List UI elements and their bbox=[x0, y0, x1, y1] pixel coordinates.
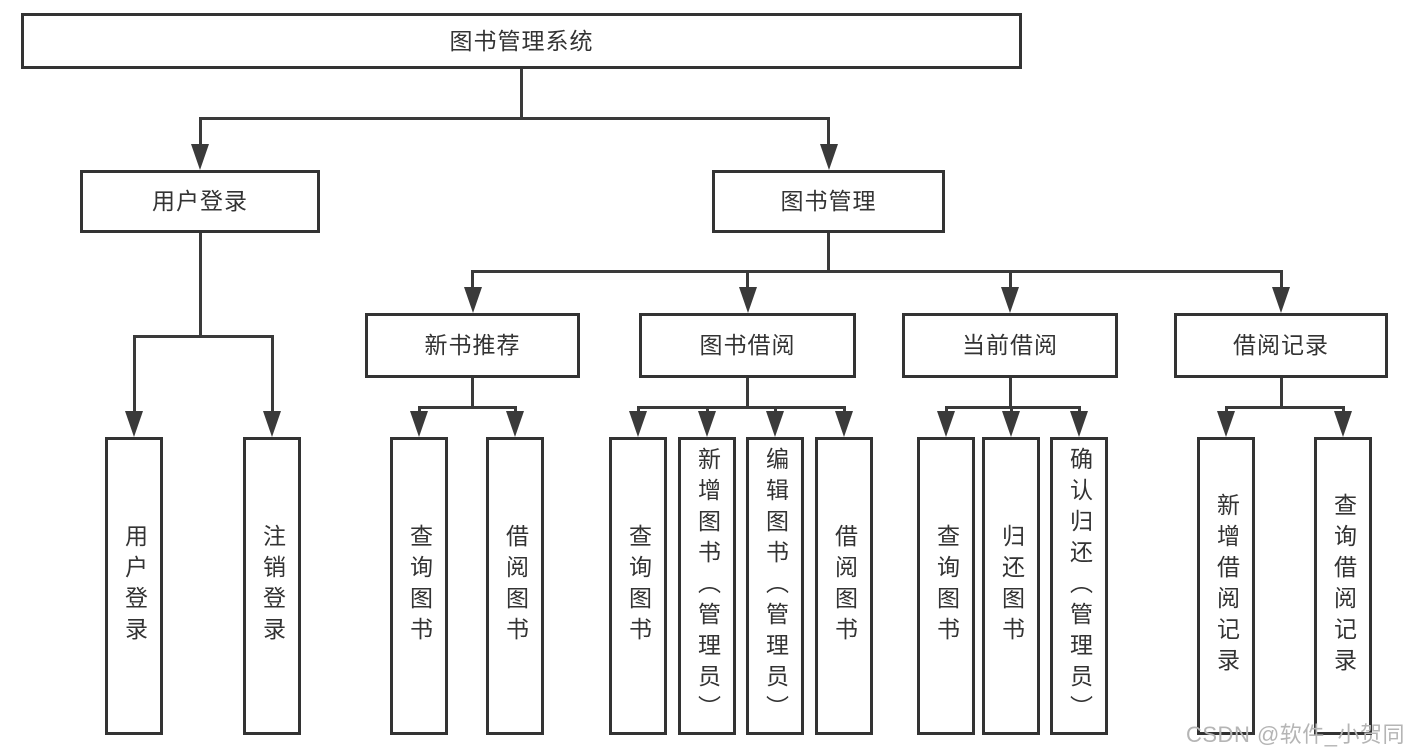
connector-line bbox=[1008, 378, 1012, 409]
connector-line bbox=[417, 405, 517, 409]
node-cb-query-book: 查询图书 bbox=[917, 437, 975, 735]
arrow-down-icon bbox=[738, 287, 757, 313]
node-label: 确认归还（管理员） bbox=[1066, 446, 1093, 726]
connector-line bbox=[746, 378, 749, 409]
connector-line bbox=[270, 336, 274, 419]
node-logout: 注销登录 bbox=[243, 437, 301, 735]
arrow-down-icon bbox=[698, 411, 716, 437]
node-bb-edit-book: 编辑图书（管理员） bbox=[746, 437, 804, 735]
node-label: 新书推荐 bbox=[424, 332, 521, 358]
arrow-down-icon bbox=[1070, 411, 1088, 437]
node-label: 查询图书 bbox=[406, 524, 433, 648]
node-label: 当前借阅 bbox=[962, 332, 1058, 358]
connector-line bbox=[944, 405, 1081, 409]
arrow-down-icon bbox=[1002, 411, 1020, 437]
connector-line bbox=[520, 69, 523, 120]
node-label: 查询图书 bbox=[625, 524, 652, 648]
node-user-login-leaf: 用户登录 bbox=[105, 437, 163, 735]
node-bb-query-book: 查询图书 bbox=[609, 437, 667, 735]
connector-line bbox=[1279, 378, 1283, 409]
node-br-query-record: 查询借阅记录 bbox=[1314, 437, 1372, 735]
node-label: 新增借阅记录 bbox=[1213, 493, 1240, 679]
node-label: 用户登录 bbox=[121, 524, 148, 648]
node-bb-borrow-book: 借阅图书 bbox=[815, 437, 873, 735]
arrow-down-icon bbox=[1001, 287, 1019, 313]
node-label: 编辑图书（管理员） bbox=[762, 446, 789, 726]
connector-line bbox=[471, 269, 1283, 273]
arrow-down-icon bbox=[835, 411, 853, 437]
node-label: 用户登录 bbox=[152, 188, 248, 214]
node-br-add-record: 新增借阅记录 bbox=[1197, 437, 1255, 735]
node-label: 借阅记录 bbox=[1233, 332, 1329, 358]
arrow-down-icon bbox=[1334, 411, 1352, 437]
node-label: 借阅图书 bbox=[831, 524, 858, 648]
arrow-down-icon bbox=[506, 411, 524, 437]
connector-line bbox=[471, 378, 474, 409]
connector-line bbox=[827, 118, 830, 152]
node-root: 图书管理系统 bbox=[21, 13, 1022, 69]
node-book-borrow: 图书借阅 bbox=[639, 313, 856, 378]
connector-line bbox=[198, 118, 202, 152]
node-bb-add-book: 新增图书（管理员） bbox=[678, 437, 736, 735]
node-nb-query-book: 查询图书 bbox=[390, 437, 448, 735]
connector-line bbox=[132, 334, 274, 338]
arrow-down-icon bbox=[766, 411, 784, 437]
arrow-down-icon bbox=[1272, 287, 1290, 313]
node-label: 归还图书 bbox=[998, 524, 1025, 648]
arrow-down-icon bbox=[191, 144, 209, 170]
connector-line bbox=[471, 271, 474, 295]
node-label: 查询借阅记录 bbox=[1330, 493, 1357, 679]
node-label: 查询图书 bbox=[933, 524, 960, 648]
node-label: 借阅图书 bbox=[502, 524, 529, 648]
arrow-down-icon bbox=[937, 411, 955, 437]
connector-line bbox=[636, 405, 846, 409]
connector-line bbox=[1008, 271, 1012, 295]
node-new-book-recommend: 新书推荐 bbox=[365, 313, 580, 378]
connector-line bbox=[827, 233, 830, 273]
connector-line bbox=[132, 336, 136, 419]
node-label: 图书管理 bbox=[780, 188, 877, 214]
node-user-login: 用户登录 bbox=[80, 170, 320, 233]
node-label: 图书管理系统 bbox=[449, 27, 594, 54]
node-cb-return-book: 归还图书 bbox=[982, 437, 1040, 735]
arrow-down-icon bbox=[819, 144, 838, 170]
arrow-down-icon bbox=[410, 411, 428, 437]
node-current-borrow: 当前借阅 bbox=[902, 313, 1118, 378]
connector-line bbox=[198, 233, 202, 338]
connector-line bbox=[1279, 271, 1283, 295]
node-label: 新增图书（管理员） bbox=[694, 446, 721, 726]
arrow-down-icon bbox=[263, 411, 281, 437]
arrow-down-icon bbox=[1217, 411, 1235, 437]
node-borrow-records: 借阅记录 bbox=[1174, 313, 1388, 378]
arrow-down-icon bbox=[125, 411, 143, 437]
watermark: CSDN @软件_小贺同学 bbox=[1186, 722, 1405, 747]
node-book-mgmt: 图书管理 bbox=[712, 170, 945, 233]
connector-line bbox=[198, 116, 830, 120]
node-label: 图书借阅 bbox=[699, 332, 796, 358]
arrow-down-icon bbox=[463, 287, 482, 313]
arrow-down-icon bbox=[629, 411, 647, 437]
node-label: 注销登录 bbox=[259, 524, 286, 648]
node-cb-confirm-return: 确认归还（管理员） bbox=[1050, 437, 1108, 735]
connector-line bbox=[746, 271, 749, 295]
node-nb-borrow-book: 借阅图书 bbox=[486, 437, 544, 735]
connector-line bbox=[1224, 405, 1345, 409]
